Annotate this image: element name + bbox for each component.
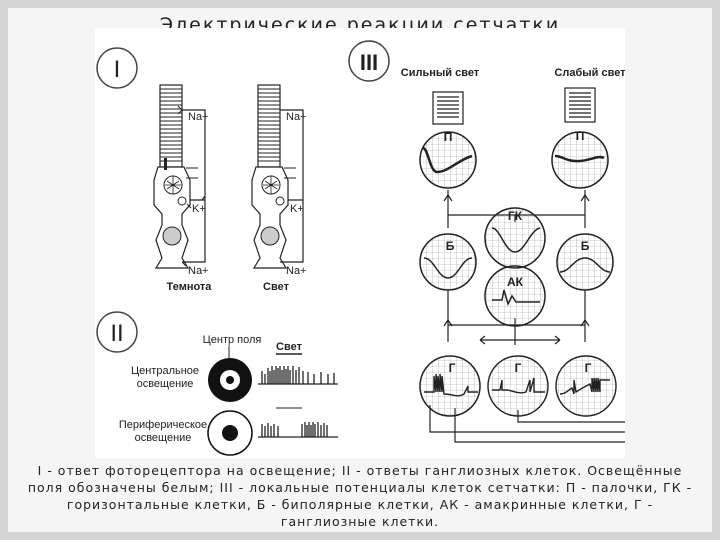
k-label-light: K+ [290, 203, 304, 215]
spike-train-central [261, 366, 335, 384]
roman-three-badge: III [348, 40, 390, 82]
bipolar-cell-weak: Б [556, 233, 614, 291]
central-illumination-line1: Центральное [131, 365, 199, 377]
ganglion-receptive-fields: Центр поля Свет Центральное освещение Пе… [119, 334, 338, 456]
rod-label-strong: П [444, 130, 453, 144]
light-label: Свет [263, 281, 290, 293]
peripheral-illumination-line2: освещение [135, 432, 192, 444]
bipolar-label-strong: Б [446, 239, 455, 253]
rod-cell-strong: П [419, 130, 477, 189]
ganglion-label-2: Г [515, 361, 522, 375]
ganglion-label-3: Г [585, 361, 592, 375]
strong-light-label: Сильный свет [401, 67, 480, 79]
figure-caption: I - ответ фоторецептора на освещение; II… [27, 463, 693, 529]
peripheral-illumination-line1: Периферическое [119, 419, 207, 431]
horizontal-label: ГК [508, 209, 523, 223]
na-bottom-label-light: Na+ [286, 265, 307, 277]
local-potentials-diagram: Сильный свет Слабый свет П П [401, 67, 626, 443]
na-bottom-label-dark: Na+ [188, 265, 209, 277]
rod-label-weak: П [576, 129, 585, 143]
k-label-dark: K+ [192, 203, 206, 215]
photoreceptor-light: Na+ K+ Na+ Свет [251, 84, 307, 293]
roman-three-label: III [360, 50, 378, 75]
spike-train-peripheral [261, 422, 328, 437]
bipolar-label-weak: Б [581, 239, 590, 253]
dark-label: Темнота [167, 281, 213, 293]
roman-one-label: I [114, 56, 121, 83]
photoreceptor-dark: Na+ K+ Na+ Темнота [153, 84, 213, 293]
amacrine-cell: АК [484, 265, 546, 327]
central-illumination-line2: освещение [137, 378, 194, 390]
roman-two-label: II [110, 320, 123, 347]
rod-icon-strong [432, 91, 464, 125]
stimulus-light-label: Свет [276, 341, 303, 353]
na-top-label-light: Na+ [286, 111, 307, 123]
weak-light-label: Слабый свет [554, 67, 626, 79]
field-center-label: Центр поля [203, 334, 262, 346]
amacrine-label: АК [507, 275, 524, 289]
roman-two-badge: II [96, 311, 138, 353]
rod-icon-weak [564, 87, 596, 123]
horizontal-cell: ГК [484, 207, 546, 269]
rod-cell-weak: П [551, 129, 609, 189]
ganglion-cell-3: Г [555, 355, 617, 417]
ganglion-cell-1: Г [419, 355, 481, 417]
ganglion-cell-2: Г [487, 355, 549, 417]
bipolar-cell-strong: Б [419, 233, 477, 291]
ganglion-label-1: Г [449, 361, 456, 375]
na-top-label-dark: Na+ [188, 111, 209, 123]
roman-one-badge: I [96, 47, 138, 89]
